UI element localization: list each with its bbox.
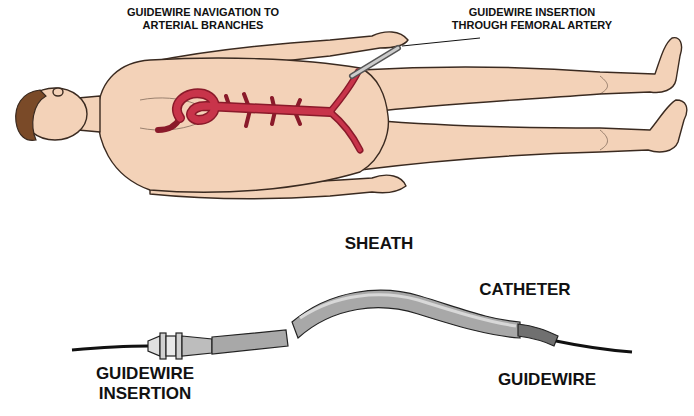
ear: [53, 88, 63, 96]
callout-label: GUIDEWIRE INSERTION THROUGH FEMORAL ARTE…: [442, 6, 622, 31]
callout-label: GUIDEWIRE NAVIGATION TO ARTERIAL BRANCHE…: [118, 6, 288, 31]
hub-body: [166, 336, 176, 356]
knee-line: [600, 76, 608, 94]
iliac-artery: [330, 112, 360, 150]
hub-ring: [160, 333, 166, 359]
aorta-fill: [177, 93, 330, 120]
femoral-sheath: [352, 48, 398, 76]
leader-line: [402, 38, 480, 46]
torso: [98, 58, 389, 192]
hub-taper: [182, 336, 212, 356]
upper-leg: [360, 38, 682, 112]
catheter-tube: [518, 324, 558, 346]
aorta: [177, 93, 330, 120]
part-name: SHEATH: [334, 234, 424, 254]
knee-line: [600, 130, 608, 150]
hub-ring: [176, 333, 182, 359]
guidewire-entry: [72, 346, 148, 350]
femoral-sheath: [352, 48, 398, 76]
guidewire-tip: [556, 341, 632, 352]
artery-branch: [158, 118, 180, 130]
sheath-tube: [212, 330, 288, 354]
sheath-highlight: [300, 295, 516, 326]
part-name: GUIDEWIRE: [482, 370, 612, 390]
hair: [16, 90, 46, 140]
hub-tip: [148, 336, 160, 356]
part-name: CATHETER: [470, 280, 580, 300]
part-name: GUIDEWIRE INSERTION: [70, 364, 220, 403]
iliac-fill: [330, 112, 360, 150]
lower-leg: [360, 100, 687, 170]
